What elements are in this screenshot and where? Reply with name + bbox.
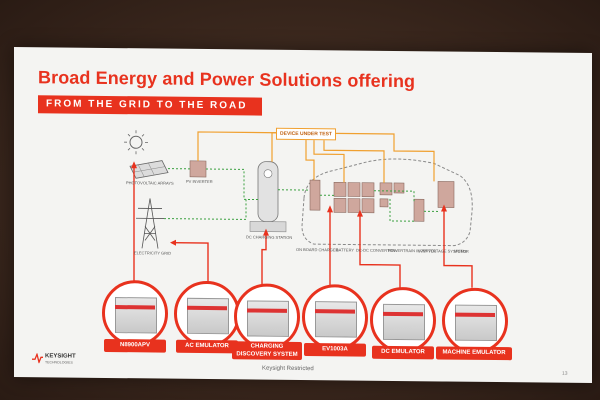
pv-inverter-box	[189, 160, 207, 178]
page-number: 13	[562, 370, 568, 377]
product-label-charging-discovery-system: CHARGING DISCOVERY SYSTEM	[232, 341, 302, 361]
product-dc-emulator[interactable]	[370, 286, 436, 354]
product-machine-emulator[interactable]	[442, 287, 508, 355]
energy-flow-diagram	[124, 130, 473, 290]
on-board-charger-label: ON BOARD CHARGER	[296, 246, 339, 253]
vehicle-components	[309, 179, 455, 222]
ac-emulator-image	[187, 297, 229, 335]
product-label-ev1003a: EV1003A	[304, 343, 366, 357]
sun-icon	[124, 130, 148, 155]
product-n8900apv[interactable]	[102, 279, 168, 347]
dc-charging-station-label: DC CHARGING STATION	[246, 234, 293, 240]
presentation-slide: Broad Energy and Power Solutions offerin…	[14, 47, 592, 384]
arrow-heads	[131, 161, 447, 246]
product-label-machine-emulator: MACHINE EMULATOR	[436, 346, 512, 361]
dc-emulator-image	[383, 303, 425, 341]
product-label-dc-emulator: DC EMULATOR	[372, 345, 434, 360]
product-label-n8900apv: N8900APV	[104, 338, 166, 353]
charging-station-icon	[249, 161, 287, 233]
device-under-test-label: DEVICE UNDER TEST	[276, 127, 336, 141]
product-label-ac-emulator: AC EMULATOR	[176, 339, 238, 354]
vehicle-outline	[301, 158, 473, 247]
product-connection-lines	[133, 166, 473, 290]
product-ev1003a[interactable]	[302, 284, 368, 351]
battery-label: BATTERY	[336, 247, 355, 253]
n8900apv-image	[115, 297, 157, 334]
product-ac-emulator[interactable]	[174, 280, 240, 348]
solar-panel-icon	[129, 160, 169, 179]
motor-label: MOTOR	[454, 248, 469, 254]
pv-array-label: PHOTOVOLTAIC ARRAYS	[126, 180, 174, 186]
logo-tagline: TECHNOLOGIES	[45, 360, 73, 365]
machine-emulator-image	[455, 304, 497, 342]
power-pylon-icon	[136, 198, 164, 249]
product-charging-discovery-system[interactable]	[234, 283, 300, 350]
footer-classification: Keysight Restricted	[262, 365, 314, 373]
power-flow-lines	[164, 168, 438, 222]
logo-name: KEYSIGHT	[45, 353, 76, 360]
dut-lines	[197, 131, 435, 183]
pv-inverter-label: PV INVERTER	[186, 178, 213, 185]
ev1003a-image	[315, 301, 357, 338]
keysight-wave-icon	[32, 353, 43, 364]
charging-discovery-system-image	[247, 300, 289, 337]
electricity-grid-label: ELECTRICITY GRID	[134, 250, 172, 256]
